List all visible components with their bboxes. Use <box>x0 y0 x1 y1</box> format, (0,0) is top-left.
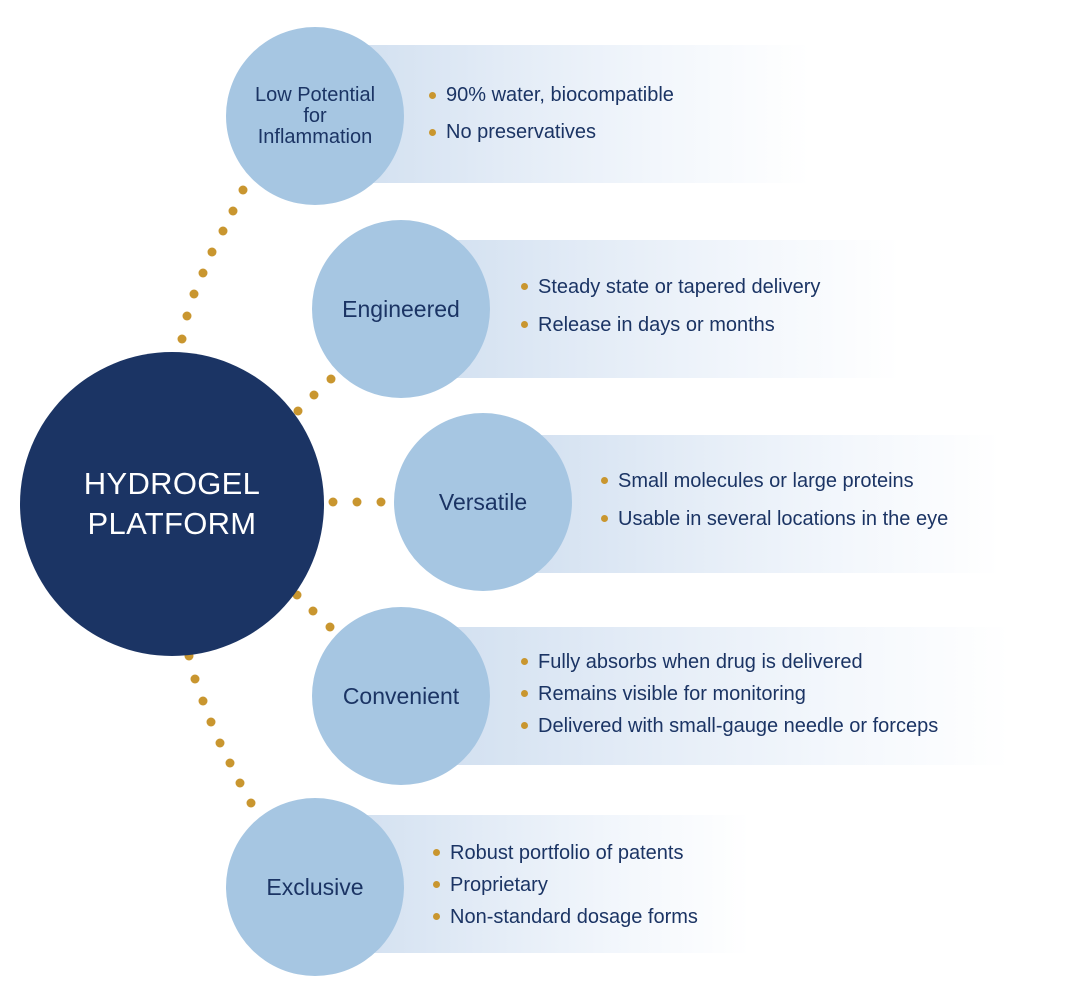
bullet-item: Steady state or tapered delivery <box>520 268 820 306</box>
bullet-item: Fully absorbs when drug is delivered <box>520 646 938 678</box>
hub-title: HYDROGEL PLATFORM <box>83 466 261 541</box>
bullet-item: No preservatives <box>428 114 674 151</box>
bullet-item: Non-standard dosage forms <box>432 901 698 933</box>
node-engineered: Engineered <box>312 220 490 398</box>
node-convenient-label: Convenient <box>342 683 460 709</box>
connector-convenient <box>292 590 335 632</box>
connector-engineered <box>293 374 336 416</box>
bullet-item: Robust portfolio of patents <box>432 837 698 869</box>
node-versatile-label: Versatile <box>438 489 528 515</box>
node-versatile: Versatile <box>394 413 572 591</box>
bullet-item: Delivered with small-gauge needle or for… <box>520 710 938 742</box>
node-inflammation: Low Potential for Inflammation <box>226 27 404 205</box>
hub-circle: HYDROGEL PLATFORM <box>20 352 324 656</box>
bullets-versatile: Small molecules or large proteins Usable… <box>600 462 948 538</box>
node-exclusive: Exclusive <box>226 798 404 976</box>
bullet-item: Usable in several locations in the eye <box>600 500 948 538</box>
bullets-exclusive: Robust portfolio of patents Proprietary … <box>432 837 698 933</box>
bullet-item: Proprietary <box>432 869 698 901</box>
band-inflammation <box>330 45 810 183</box>
node-convenient: Convenient <box>312 607 490 785</box>
bullet-item: Release in days or months <box>520 306 820 344</box>
connector-inflammation <box>177 185 248 344</box>
bullet-item: Small molecules or large proteins <box>600 462 948 500</box>
node-engineered-label: Engineered <box>342 296 460 322</box>
band-versatile <box>490 435 1000 573</box>
bullets-engineered: Steady state or tapered delivery Release… <box>520 268 820 344</box>
node-exclusive-label: Exclusive <box>266 874 364 900</box>
bullet-item: 90% water, biocompatible <box>428 77 674 114</box>
bullets-inflammation: 90% water, biocompatible No preservative… <box>428 77 674 151</box>
connector-exclusive <box>184 651 256 808</box>
band-engineered <box>410 240 900 378</box>
node-inflammation-label: Low Potential for Inflammation <box>254 83 376 148</box>
bullets-convenient: Fully absorbs when drug is delivered Rem… <box>520 646 938 742</box>
bullet-item: Remains visible for monitoring <box>520 678 938 710</box>
band-convenient <box>410 627 1010 765</box>
connector-versatile <box>328 497 386 507</box>
